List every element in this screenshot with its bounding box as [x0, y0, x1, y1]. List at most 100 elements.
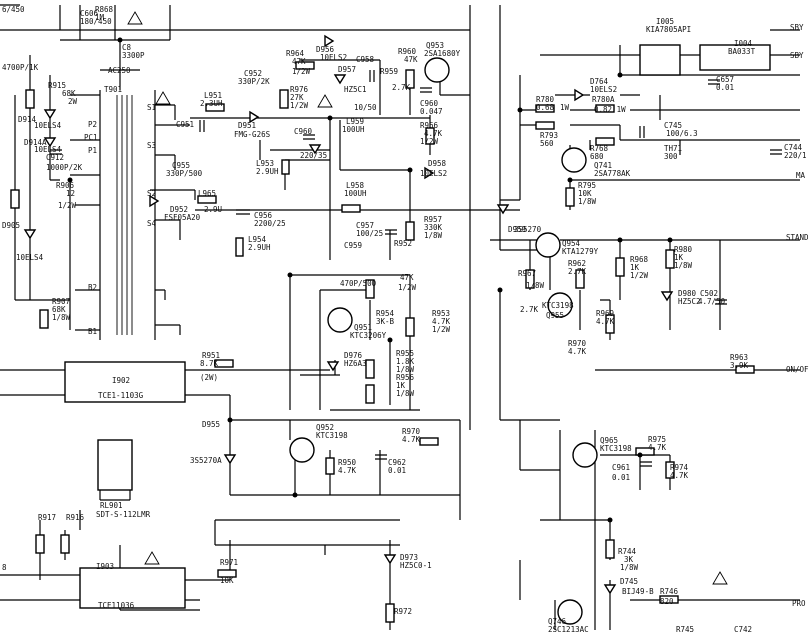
label-d905: D905 [2, 221, 20, 230]
label-r744p: 1/8W [620, 563, 639, 572]
label-d914a: D914A [24, 138, 47, 147]
label-r951p: (2W) [200, 373, 218, 382]
optocoupler-i903 [79, 567, 186, 609]
label-r957v: 330K [424, 223, 443, 232]
label-i004v: BA033T [728, 47, 756, 56]
label-l965v: 2.9U [204, 205, 222, 214]
label-r967: R967 [518, 269, 536, 278]
label-c955: C955 [172, 161, 190, 170]
label-c957: C957 [356, 221, 374, 230]
label-c744v: 220/1 [784, 151, 807, 160]
label-q746: Q746 [548, 617, 567, 626]
label-r970: R970 [402, 427, 421, 436]
label-r950v: 4.7K [338, 466, 357, 475]
label-r953p: 1/2W [432, 325, 451, 334]
label-d980v: HZ5C2 [678, 297, 701, 306]
label-d764: D764 [590, 77, 609, 86]
label-onoff: ON/OF [786, 365, 809, 374]
label-sbv: SBY [790, 23, 804, 32]
label-r793: R793 [540, 131, 558, 140]
label-r970v: 4.7K [402, 435, 421, 444]
label-r746v: 820 [660, 597, 674, 606]
label-s4: S4 [147, 219, 157, 228]
label-d955: D955 [202, 420, 220, 429]
label-r744v: 3K [624, 555, 634, 564]
label-c4700: 4700P/1K [2, 63, 39, 72]
label-r964: R964 [286, 49, 305, 58]
label-d450: 6/450 [2, 5, 25, 14]
label-r971v: 10K [220, 576, 234, 585]
label-rl901: RL901 [100, 501, 123, 510]
label-l953v: 2.9UH [256, 167, 279, 176]
label-c502: C502 [700, 289, 718, 298]
label-q954: Q954 [562, 239, 581, 248]
label-c657: C657 [716, 75, 734, 84]
label-d959v: 3S5270 [514, 225, 542, 234]
label-c956: C956 [254, 211, 273, 220]
label-b2: B2 [88, 283, 97, 292]
label-q953: Q953 [426, 41, 444, 50]
label-q741: Q741 [594, 161, 612, 170]
transistor-q953 [424, 57, 450, 83]
label-pc1: PC1 [84, 133, 98, 142]
label-th1: TH71 [664, 144, 682, 153]
label-r915v: 68K [62, 89, 76, 98]
label-r966: R966 [420, 121, 439, 130]
label-r957p: 1/8W [424, 231, 443, 240]
label-r868: R868 [95, 5, 114, 14]
label-d914: D914 [18, 115, 37, 124]
label-r963v: 3.9K [730, 361, 749, 370]
label-r966v: 4.7K [424, 129, 443, 138]
label-r795p: 1/8W [578, 197, 597, 206]
label-r964v: 47K [292, 57, 306, 66]
label-l951: L951 [204, 91, 222, 100]
label-q955: Q955 [546, 311, 564, 320]
label-c952v: 330P/2K [238, 77, 270, 86]
label-r956p: 1/8W [396, 389, 415, 398]
label-r950: R950 [338, 458, 357, 467]
label-r954: R954 [376, 309, 395, 318]
label-r956v: 1K [396, 381, 406, 390]
label-c8: C8 [122, 43, 132, 52]
label-d952: D952 [170, 205, 188, 214]
wires [0, 4, 800, 630]
label-c959v: 10/50 [354, 103, 377, 112]
label-d980: D980 [678, 289, 697, 298]
label-c960bv: 0.047 [420, 107, 443, 116]
label-i903: I903 [96, 562, 114, 571]
label-i005: I005 [656, 17, 674, 26]
transistor-q746 [557, 599, 583, 625]
junctions [67, 37, 673, 523]
label-c745: C745 [664, 121, 682, 130]
label-q741v: 2SA778AK [594, 169, 631, 178]
label-r916: R916 [66, 513, 85, 522]
label-d956: D956 [316, 45, 335, 54]
optocoupler-i902 [64, 361, 186, 403]
label-d973: D973 [400, 553, 418, 562]
label-s3: S3 [147, 141, 156, 150]
label-r868v: 1M [95, 13, 105, 22]
label-d914v: 10ELS4 [34, 121, 62, 130]
label-r970b: R970 [568, 339, 587, 348]
label-p8: 8 [2, 563, 7, 572]
label-l958: L958 [346, 181, 365, 190]
label-d951v: FMG-G26S [234, 130, 271, 139]
components [10, 34, 782, 625]
label-r955: R955 [396, 349, 414, 358]
label-d976: D976 [344, 351, 363, 360]
label-r968p: 1/2W [630, 271, 649, 280]
label-r976p: 1/2W [290, 101, 309, 110]
label-p2: P2 [88, 120, 97, 129]
label-r980p: 1/8W [674, 261, 693, 270]
label-r953v: 4.7K [432, 317, 451, 326]
label-b1: B1 [88, 327, 97, 336]
label-i902: I902 [112, 376, 130, 385]
label-r963: R963 [730, 353, 748, 362]
label-d955v: 3S5270A [190, 456, 222, 465]
label-t901: T901 [104, 85, 122, 94]
label-l959: L959 [346, 117, 364, 126]
label-r968v: 1K [630, 263, 640, 272]
label-d951: D951 [238, 121, 256, 130]
